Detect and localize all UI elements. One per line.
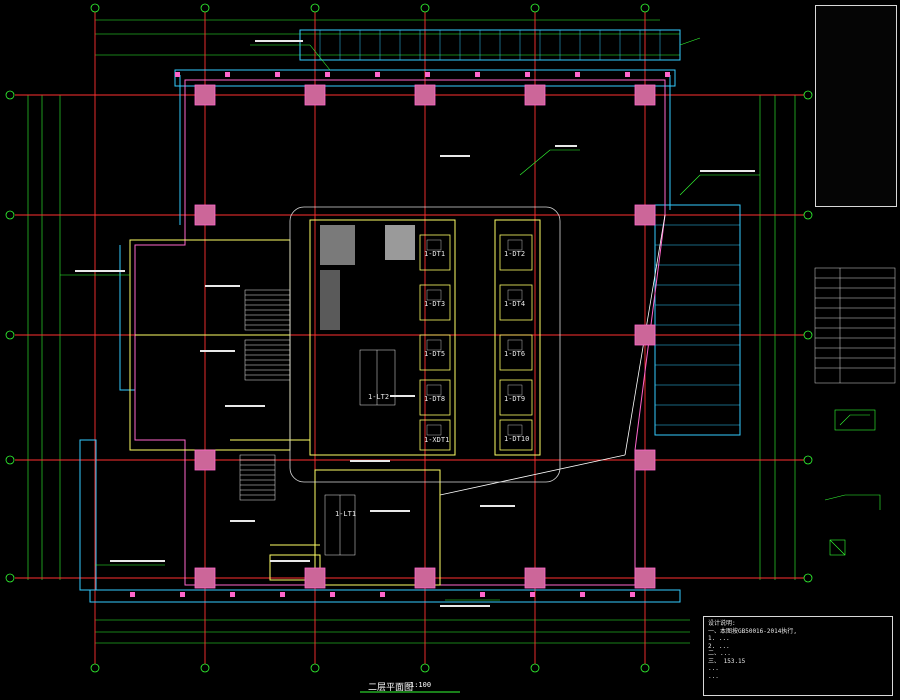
columns (194, 84, 656, 589)
grid-bubbles (5, 3, 813, 673)
dimension-lines (27, 19, 796, 644)
grid-axes (15, 10, 810, 665)
elevator-label: 1-DT4 (504, 300, 526, 308)
drawing-scale: 1:100 (410, 681, 432, 689)
stairs (239, 289, 396, 556)
perimeter-posts (130, 72, 670, 597)
elevator-label: 1-DT8 (424, 395, 446, 403)
design-notes: 设计说明: 一、本图按GB50016-2014执行, 1. ... 2. ...… (703, 616, 893, 696)
elevator-label: 1-DT1 (424, 250, 446, 258)
notes-line: 二、... (708, 650, 731, 657)
elevator-label: 1-DT2 (504, 250, 526, 258)
notes-line: ... (708, 665, 719, 672)
elevator-label: 1-DT5 (424, 350, 446, 358)
elevator-label: 1-DT10 (504, 435, 530, 443)
slab-outline (134, 79, 666, 586)
annotation-marks (75, 40, 755, 607)
leader-lines (60, 37, 760, 601)
stair-label: 1-LT1 (335, 510, 357, 518)
notes-line: ... (708, 672, 719, 680)
drawing-title: 二层平面图 (368, 683, 414, 693)
title-block (815, 5, 897, 207)
stair-label: 1-LT2 (368, 393, 390, 401)
notes-line: 2. ... (708, 642, 730, 650)
elevator-label: 1-DT9 (504, 395, 526, 403)
diagonal-edge (439, 214, 666, 496)
notes-line: 一、本图按GB50016-2014执行, (708, 627, 797, 635)
elevator-label: 1-XDT1 (424, 436, 450, 444)
notes-heading: 设计说明: (708, 620, 736, 627)
notes-line: 1. ... (708, 635, 730, 642)
legend-table (814, 267, 896, 384)
elevator-shafts (419, 234, 533, 451)
elevator-label: 1-DT6 (504, 350, 526, 358)
curtain-wall (79, 29, 741, 603)
notes-line: 三、 153.15 (708, 657, 746, 665)
hatched-shafts (320, 225, 415, 330)
elevator-cars (426, 239, 523, 436)
elevator-label: 1-DT3 (424, 300, 446, 308)
detail-sketches (824, 409, 881, 556)
curtain-mullions (319, 30, 740, 426)
